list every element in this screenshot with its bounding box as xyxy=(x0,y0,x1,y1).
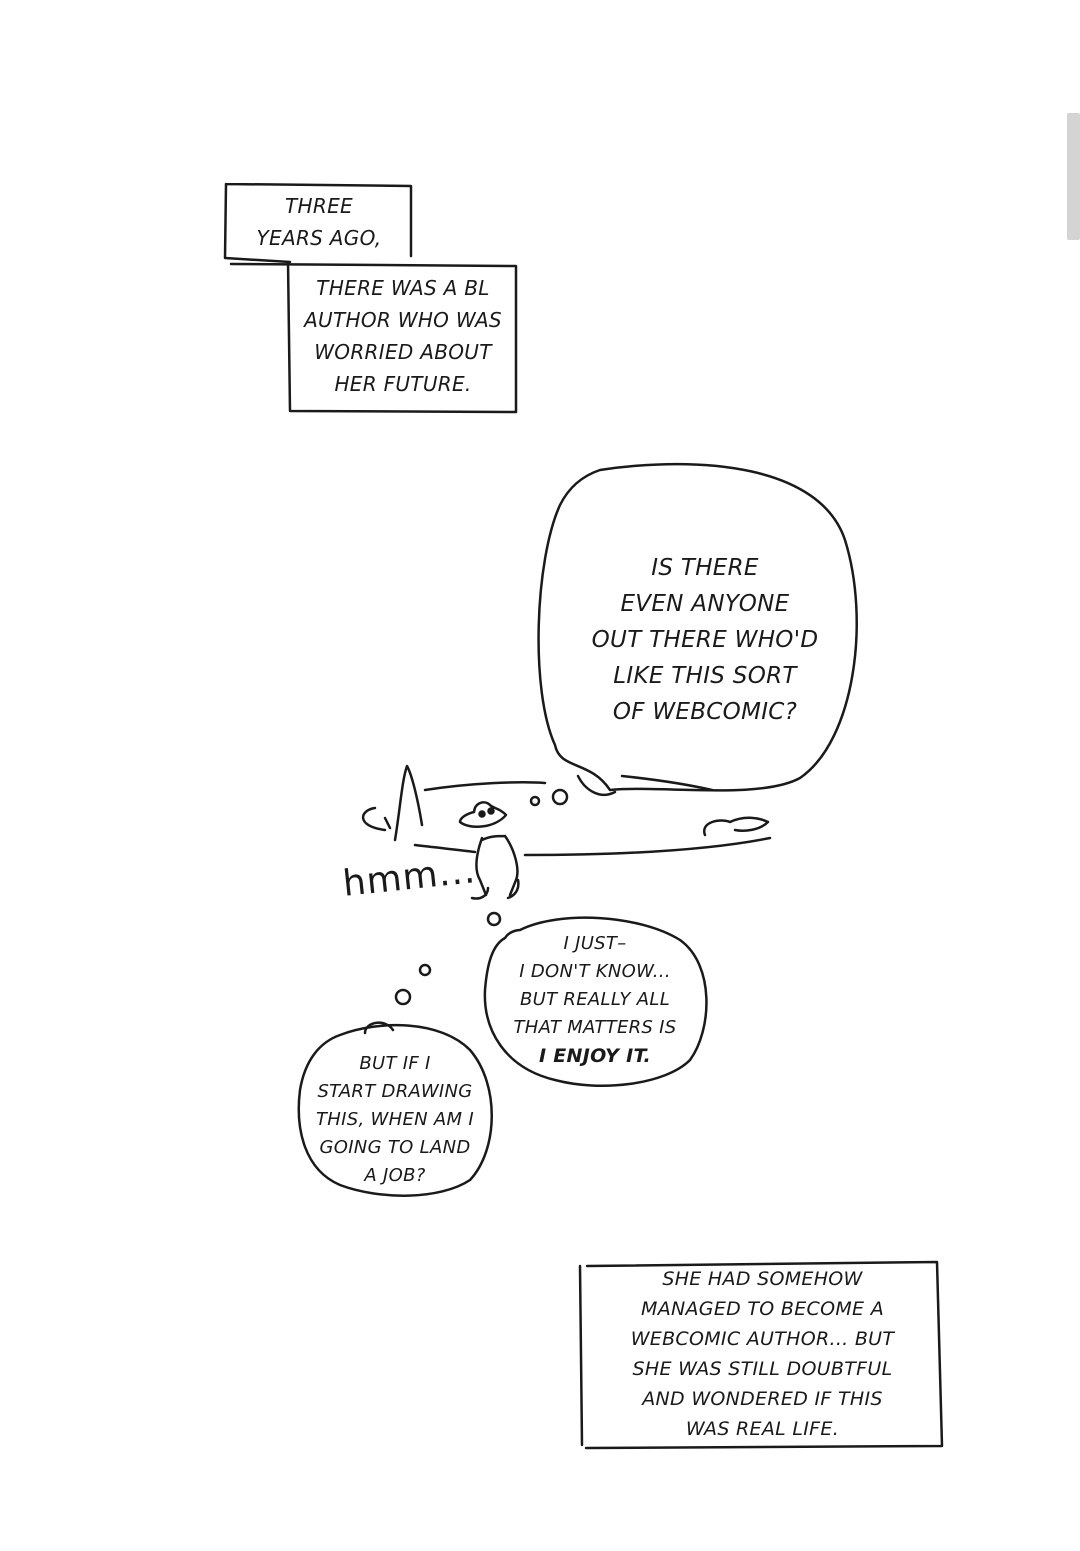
caption-line: AND WONDERED IF THIS xyxy=(642,1388,883,1410)
thought-line: I JUST– xyxy=(563,933,627,954)
caption-box-top xyxy=(223,182,413,264)
thought-bubble-large xyxy=(537,462,858,792)
thought-line: THIS, WHEN AM I xyxy=(316,1109,474,1130)
thought-large-text: IS THERE EVEN ANYONE OUT THERE WHO'D LIK… xyxy=(560,550,850,730)
thought-line: IS THERE xyxy=(651,555,759,581)
caption-line: THREE xyxy=(285,194,353,218)
caption-line: MANAGED TO BECOME A xyxy=(641,1298,884,1320)
character-figure xyxy=(475,834,519,897)
hat-icon xyxy=(458,801,508,828)
thought-small-text: BUT IF I START DRAWING THIS, WHEN AM I G… xyxy=(300,1050,490,1190)
thought-line-emphasis: I ENJOY IT. xyxy=(538,1045,652,1067)
caption-box-bottom xyxy=(578,1260,944,1450)
thought-line: THAT MATTERS IS xyxy=(513,1017,677,1038)
thought-bubble-small xyxy=(297,1023,493,1197)
thought-line: OUT THERE WHO'D xyxy=(591,627,819,653)
thought-line: BUT IF I xyxy=(359,1053,431,1074)
thought-bubble-medium xyxy=(483,916,708,1087)
caption-line: SHE HAD SOMEHOW xyxy=(662,1268,863,1290)
caption-second-text: THERE WAS A BL AUTHOR WHO WAS WORRIED AB… xyxy=(292,272,514,400)
thought-line: I DON'T KNOW... xyxy=(519,961,671,982)
caption-top-text: THREE YEARS AGO, xyxy=(228,190,410,254)
caption-bottom-text: SHE HAD SOMEHOW MANAGED TO BECOME A WEBC… xyxy=(590,1264,935,1444)
thought-line: GOING TO LAND xyxy=(319,1137,471,1158)
caption-line: YEARS AGO, xyxy=(256,226,382,250)
caption-line: WAS REAL LIFE. xyxy=(685,1418,840,1440)
thought-line: LIKE THIS SORT xyxy=(613,663,797,689)
thought-line: OF WEBCOMIC? xyxy=(612,699,798,725)
caption-box-second xyxy=(229,260,518,414)
caption-line: HER FUTURE. xyxy=(334,372,472,396)
caption-line: WORRIED ABOUT xyxy=(314,340,492,364)
thought-line: EVEN ANYONE xyxy=(620,591,790,617)
thought-line: START DRAWING xyxy=(317,1081,473,1102)
thought-line: A JOB? xyxy=(364,1165,426,1186)
caption-line: SHE WAS STILL DOUBTFUL xyxy=(632,1358,893,1380)
thought-medium-text: I JUST– I DON'T KNOW... BUT REALLY ALL T… xyxy=(490,930,700,1070)
caption-line: THERE WAS A BL xyxy=(316,276,490,300)
scrollbar-thumb[interactable] xyxy=(1067,113,1080,240)
thought-line: BUT REALLY ALL xyxy=(519,989,671,1010)
caption-line: WEBCOMIC AUTHOR... BUT xyxy=(630,1328,895,1350)
caption-line: AUTHOR WHO WAS xyxy=(304,308,502,332)
